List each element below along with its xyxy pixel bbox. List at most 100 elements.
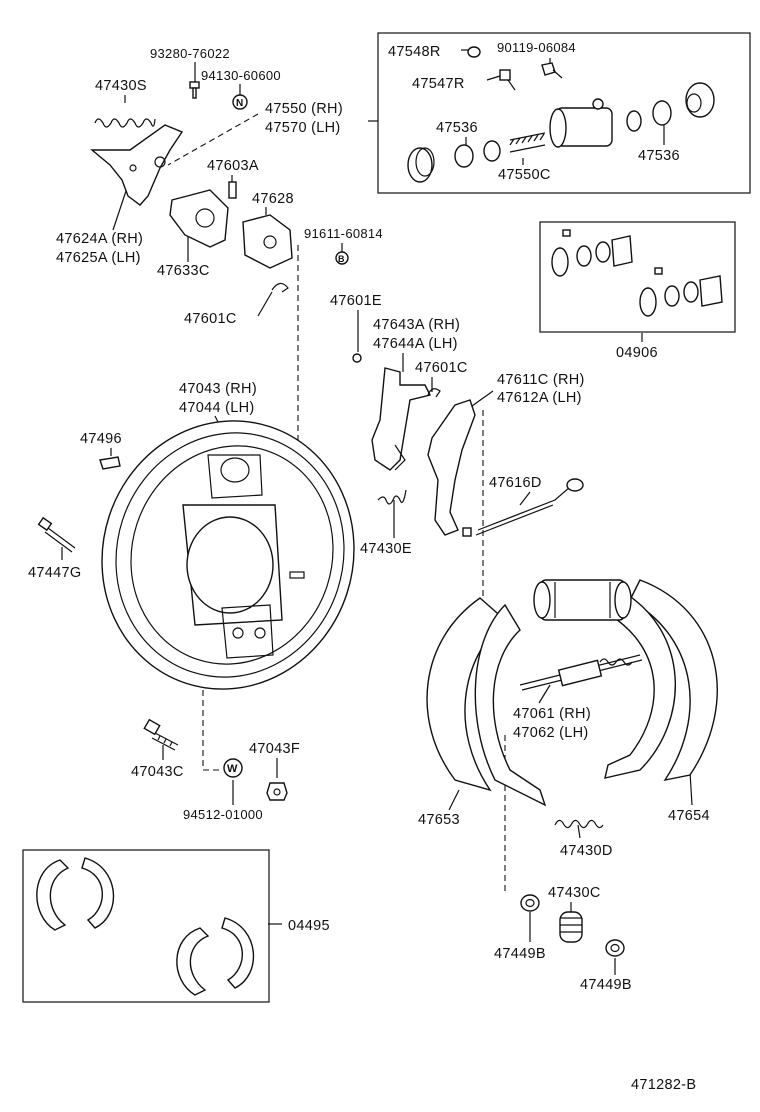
nut-47043f-icon: [266, 782, 288, 801]
spring-47550c-icon: [509, 132, 546, 153]
middle-hardware: [352, 353, 584, 537]
label-47643a-rh[interactable]: 47643A (RH): [373, 317, 460, 333]
bolt-47447g-icon: [37, 516, 76, 553]
piston-left-icon: [483, 140, 501, 162]
label-47547r[interactable]: 47547R: [412, 76, 465, 92]
label-90119-06084[interactable]: 90119-06084: [497, 40, 576, 55]
label-94130-60600[interactable]: 94130-60600: [201, 68, 281, 83]
kit-shoe-lower-right-icon: [221, 917, 255, 989]
label-47536-right[interactable]: 47536: [638, 148, 680, 164]
label-47548r[interactable]: 47548R: [388, 44, 441, 60]
bolt-47043c-icon: [143, 718, 179, 751]
label-91611-60814[interactable]: 91611-60814: [304, 226, 383, 241]
leader-lines: [61, 49, 693, 975]
label-47430s[interactable]: 47430S: [95, 78, 147, 94]
label-47447g[interactable]: 47447G: [28, 565, 81, 581]
label-93280-76022[interactable]: 93280-76022: [150, 46, 230, 61]
left-hardware: W: [37, 456, 288, 801]
cup-left-icon: [454, 144, 474, 168]
label-47654[interactable]: 47654: [668, 808, 710, 824]
cylinder-body-icon: [549, 98, 613, 148]
piston-right-icon: [652, 100, 672, 126]
adjuster-cam-47633c-icon: [169, 189, 229, 248]
parking-brake-parts: N B: [90, 81, 349, 293]
plug-47496-icon: [99, 456, 121, 470]
label-47062-lh[interactable]: 47062 (LH): [513, 725, 589, 741]
label-47633c[interactable]: 47633C: [157, 263, 210, 279]
label-47449b-left[interactable]: 47449B: [494, 946, 546, 962]
label-47570-lh[interactable]: 47570 (LH): [265, 120, 341, 136]
label-47430c[interactable]: 47430C: [548, 885, 601, 901]
shoe-kit-04495-box: [22, 849, 270, 1003]
shoe-47654-icon: [629, 579, 718, 782]
strut-47611c-icon: [427, 399, 476, 536]
label-47611c-rh[interactable]: 47611C (RH): [497, 372, 585, 388]
spring-47430d-icon: [554, 819, 604, 829]
label-04906[interactable]: 04906: [616, 345, 658, 361]
label-47628[interactable]: 47628: [252, 191, 294, 207]
label-47043f[interactable]: 47043F: [249, 741, 300, 757]
label-47601e[interactable]: 47601E: [330, 293, 382, 309]
label-47612a-lh[interactable]: 47612A (LH): [497, 390, 582, 406]
parking-lever-icon: [90, 124, 184, 206]
label-47043-rh[interactable]: 47043 (RH): [179, 381, 257, 397]
shoe-47653-icon: [426, 597, 507, 792]
boot-47536-right-icon: [685, 82, 715, 118]
clip-47601c-right-icon: [427, 388, 441, 398]
bleeder-47547r-icon: [499, 69, 516, 91]
wheel-cylinder-kit-box: [377, 32, 751, 194]
wheel-cylinder-assembly-icon: [533, 579, 632, 621]
marker-b-icon: B: [335, 251, 349, 265]
cup-right-icon: [626, 110, 642, 132]
label-47536-left[interactable]: 47536: [436, 120, 478, 136]
svg-text:W: W: [227, 763, 238, 775]
label-47430e[interactable]: 47430E: [360, 541, 412, 557]
label-47449b-right[interactable]: 47449B: [580, 977, 632, 993]
label-94512-01000[interactable]: 94512-01000: [183, 807, 263, 822]
kit-shoe-upper-right-icon: [81, 857, 115, 929]
label-47644a-lh[interactable]: 47644A (LH): [373, 336, 458, 352]
cylinder-kit-04906-parts: [551, 229, 723, 317]
label-47616d[interactable]: 47616D: [489, 475, 542, 491]
part-labels: 93280-76022 47430S 94130-60600 47550 (RH…: [28, 40, 710, 1093]
label-47601c-left[interactable]: 47601C: [184, 311, 237, 327]
clip-47601c-icon: [271, 282, 289, 293]
label-47430d[interactable]: 47430D: [560, 843, 613, 859]
nut-94130-icon: N: [232, 94, 248, 110]
marker-w-icon: W: [223, 758, 243, 778]
label-47496[interactable]: 47496: [80, 431, 122, 447]
svg-text:B: B: [338, 254, 345, 264]
cap-47548r-icon: [467, 46, 481, 58]
label-47625a-lh[interactable]: 47625A (LH): [56, 250, 141, 266]
label-04495[interactable]: 04495: [288, 918, 330, 934]
retainer-47449b-left-icon: [520, 894, 540, 912]
cylinder-kit-04906-box: [539, 221, 736, 333]
label-47550-rh[interactable]: 47550 (RH): [265, 101, 343, 117]
spring-47430c-icon: [559, 911, 583, 943]
pin-47603a-icon: [228, 181, 237, 199]
kit-shoe-upper-left-icon: [36, 859, 70, 931]
retainer-47449b-right-icon: [605, 939, 625, 957]
svg-text:N: N: [236, 98, 243, 109]
diagram-code: 471282-B: [631, 1077, 696, 1093]
kit-shoe-lower-left-icon: [176, 927, 210, 996]
spring-47430s-icon: [94, 118, 156, 128]
kit-boxes: [22, 32, 751, 1003]
spring-47430e-icon: [377, 489, 407, 505]
label-47550c[interactable]: 47550C: [498, 167, 551, 183]
label-47061-rh[interactable]: 47061 (RH): [513, 706, 591, 722]
label-47601c-right[interactable]: 47601C: [415, 360, 468, 376]
label-47043c[interactable]: 47043C: [131, 764, 184, 780]
adjuster-47061-icon: [519, 654, 643, 691]
label-47653[interactable]: 47653: [418, 812, 460, 828]
label-47603a[interactable]: 47603A: [207, 158, 259, 174]
cable-47616d-icon: [462, 478, 584, 537]
label-47044-lh[interactable]: 47044 (LH): [179, 400, 255, 416]
kit-04906-upper-icon: [551, 229, 633, 277]
shoe-kit-04495-parts: [36, 857, 255, 996]
bolt-93280-icon: [189, 81, 200, 99]
wheel-cylinder-block-47628-icon: [242, 214, 293, 269]
bolt-90119-icon: [541, 62, 563, 79]
label-47624a-rh[interactable]: 47624A (RH): [56, 231, 143, 247]
